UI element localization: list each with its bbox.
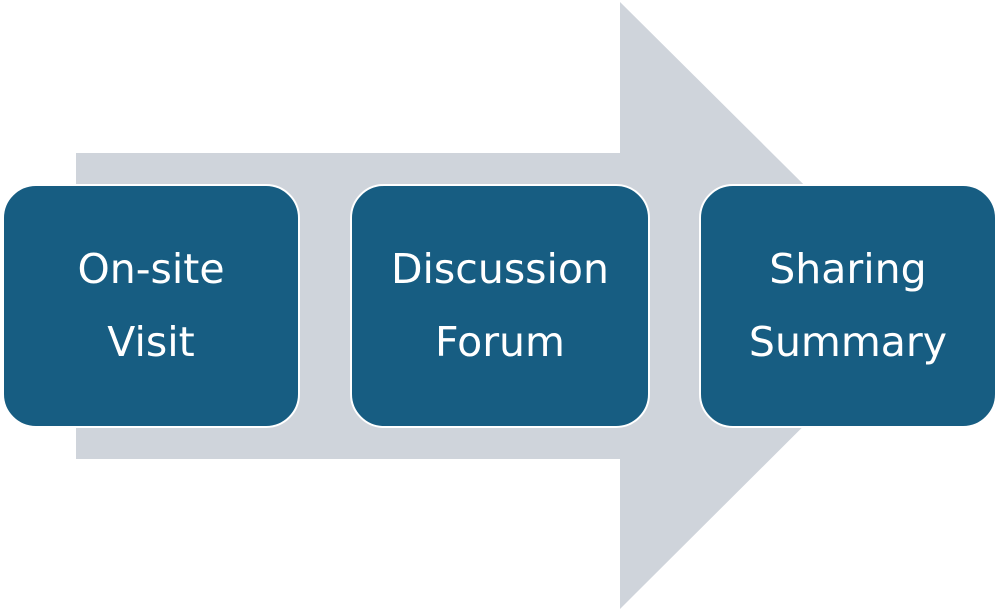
- step-label-line: Forum: [434, 318, 565, 366]
- step-label-line: Sharing: [769, 245, 927, 293]
- step-label-line: On-site: [77, 245, 225, 293]
- step-label-line: Visit: [107, 318, 195, 366]
- step-box-sharing-summary: Sharing Summary: [699, 184, 997, 428]
- step-label: On-site Visit: [77, 233, 224, 379]
- step-label-line: Discussion: [390, 245, 610, 293]
- step-label: Discussion Forum: [391, 233, 609, 379]
- step-label: Sharing Summary: [749, 233, 947, 379]
- step-box-discussion-forum: Discussion Forum: [350, 184, 650, 428]
- step-label-line: Summary: [748, 318, 948, 366]
- step-box-onsite-visit: On-site Visit: [2, 184, 300, 428]
